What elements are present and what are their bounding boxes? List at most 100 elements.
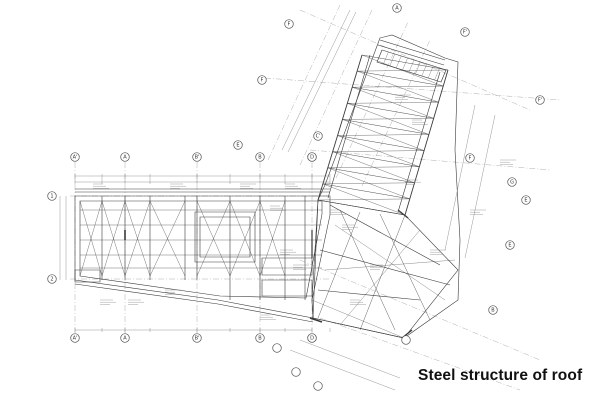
bracing [352,86,443,87]
slab-rib [396,56,401,68]
wing-outline [312,35,460,338]
grid-bubble-circle [307,333,317,343]
grid-bubble-wing-right-3: G [507,177,517,187]
heavy-member [398,210,408,218]
grid-bubble-wing-right-2: F [465,153,475,163]
bracing [338,134,429,135]
opening-frame [262,258,312,275]
grid-bubble-circle [70,152,80,162]
grid-bubble-wing-top-2: A [392,3,402,13]
grid-bubble-label: E [236,142,239,148]
grid-bubble-circle [465,153,475,163]
bracing [340,230,420,325]
grid-bubble-label: F' [538,97,542,103]
knuckle-frame [313,200,458,338]
grid-bubble-wing-left-3: C' [313,131,323,141]
slab-rib [428,66,433,78]
grid-bubble-label: E [508,242,511,248]
wing-cross-member [347,103,433,118]
steel-members [75,35,460,338]
grid-axis [268,5,340,160]
grid-axis [300,10,372,165]
dimension-lines [60,10,495,390]
slab-rib [403,58,408,70]
grid-bubble-label: B [491,307,495,313]
grid-bubble-circle [120,333,130,343]
grid-bubble-unlabeled-1 [272,343,282,353]
grid-bubble-circle [401,335,411,345]
wing-edge [378,45,444,65]
grid-bubble-label: F [288,21,291,27]
slab-rib [377,50,382,62]
grid-bubble-circle [488,305,498,315]
grid-bubble-circle [535,95,545,105]
grid-bubble-wing-right-1: F' [535,95,545,105]
grid-bubble-top-4: B [255,152,265,162]
grid-bubble-circle [255,152,265,162]
grid-bubble-wing-left-2: E [233,140,243,150]
grid-axis [336,22,408,178]
opening-frame [195,212,255,262]
bracing [197,201,230,276]
wing-cross-member [323,184,410,199]
wing-cross-member [352,87,438,102]
grid-bubble-circle [255,333,265,343]
knuckle-member [318,212,360,318]
grid-axis [300,260,540,360]
grid-bubble-circle [521,195,531,205]
grid-bubble-label: G [510,179,514,185]
grid-bubble-circle [307,152,317,162]
slab-rib [435,68,440,80]
bracing [323,183,415,184]
grid-lines [70,5,560,390]
grid-bubble-label: B' [195,335,200,341]
slab-rib [409,60,414,72]
opening-frame [200,217,250,257]
base-frame [75,270,100,282]
wing-cross-member [342,119,428,134]
grid-bubble-label: A [123,154,127,160]
grid-bubble-wing-left-1: F [257,75,267,85]
grid-bubble-wing-right-4: E [521,195,531,205]
grid-bubble-left-1: 1 [47,191,57,201]
wing-cross-member [338,136,425,151]
grid-bubble-label: F [261,77,264,83]
grid-axis [320,318,520,390]
grid-bubble-label: A' [73,154,78,160]
grid-bubble-circle [272,343,282,353]
grid-bubble-bottom-1: A' [70,333,80,343]
grid-bubble-circle [47,274,57,284]
opening-frame [262,280,312,296]
bracing [125,201,150,276]
bracing [333,151,424,152]
wing-edge [380,40,445,60]
dimension-line [282,10,350,150]
grid-bubble-circle [192,152,202,162]
grid-bubble-bottom-3: B' [192,333,202,343]
grid-bubble-circle [284,19,294,29]
knuckle-member [380,214,430,320]
grid-bubble-label: B' [195,154,200,160]
bracing [102,201,125,276]
grid-bubble-top-2: A [120,152,130,162]
bracing [335,225,445,300]
grid-bubble-wing-top-3: F' [460,27,470,37]
grid-bubble-circle [392,3,402,13]
grid-bubble-label: 1 [50,193,53,199]
heavy-member [310,318,322,322]
grid-bubble-circle [257,75,267,85]
wing-cross-member [328,168,415,183]
grid-bubble-circle [505,240,515,250]
grid-axis [265,78,560,100]
grid-bubble-label: D [310,335,314,341]
bracing [357,70,448,71]
grid-bubble-label: A [123,335,127,341]
bracing [318,199,410,200]
grid-bubble-unlabeled-4 [401,335,411,345]
grid-bubble-circle [313,131,323,141]
grid-bubble-label: B [258,335,262,341]
wing-cross-member [333,152,420,167]
grid-bubble-label: E [524,197,527,203]
